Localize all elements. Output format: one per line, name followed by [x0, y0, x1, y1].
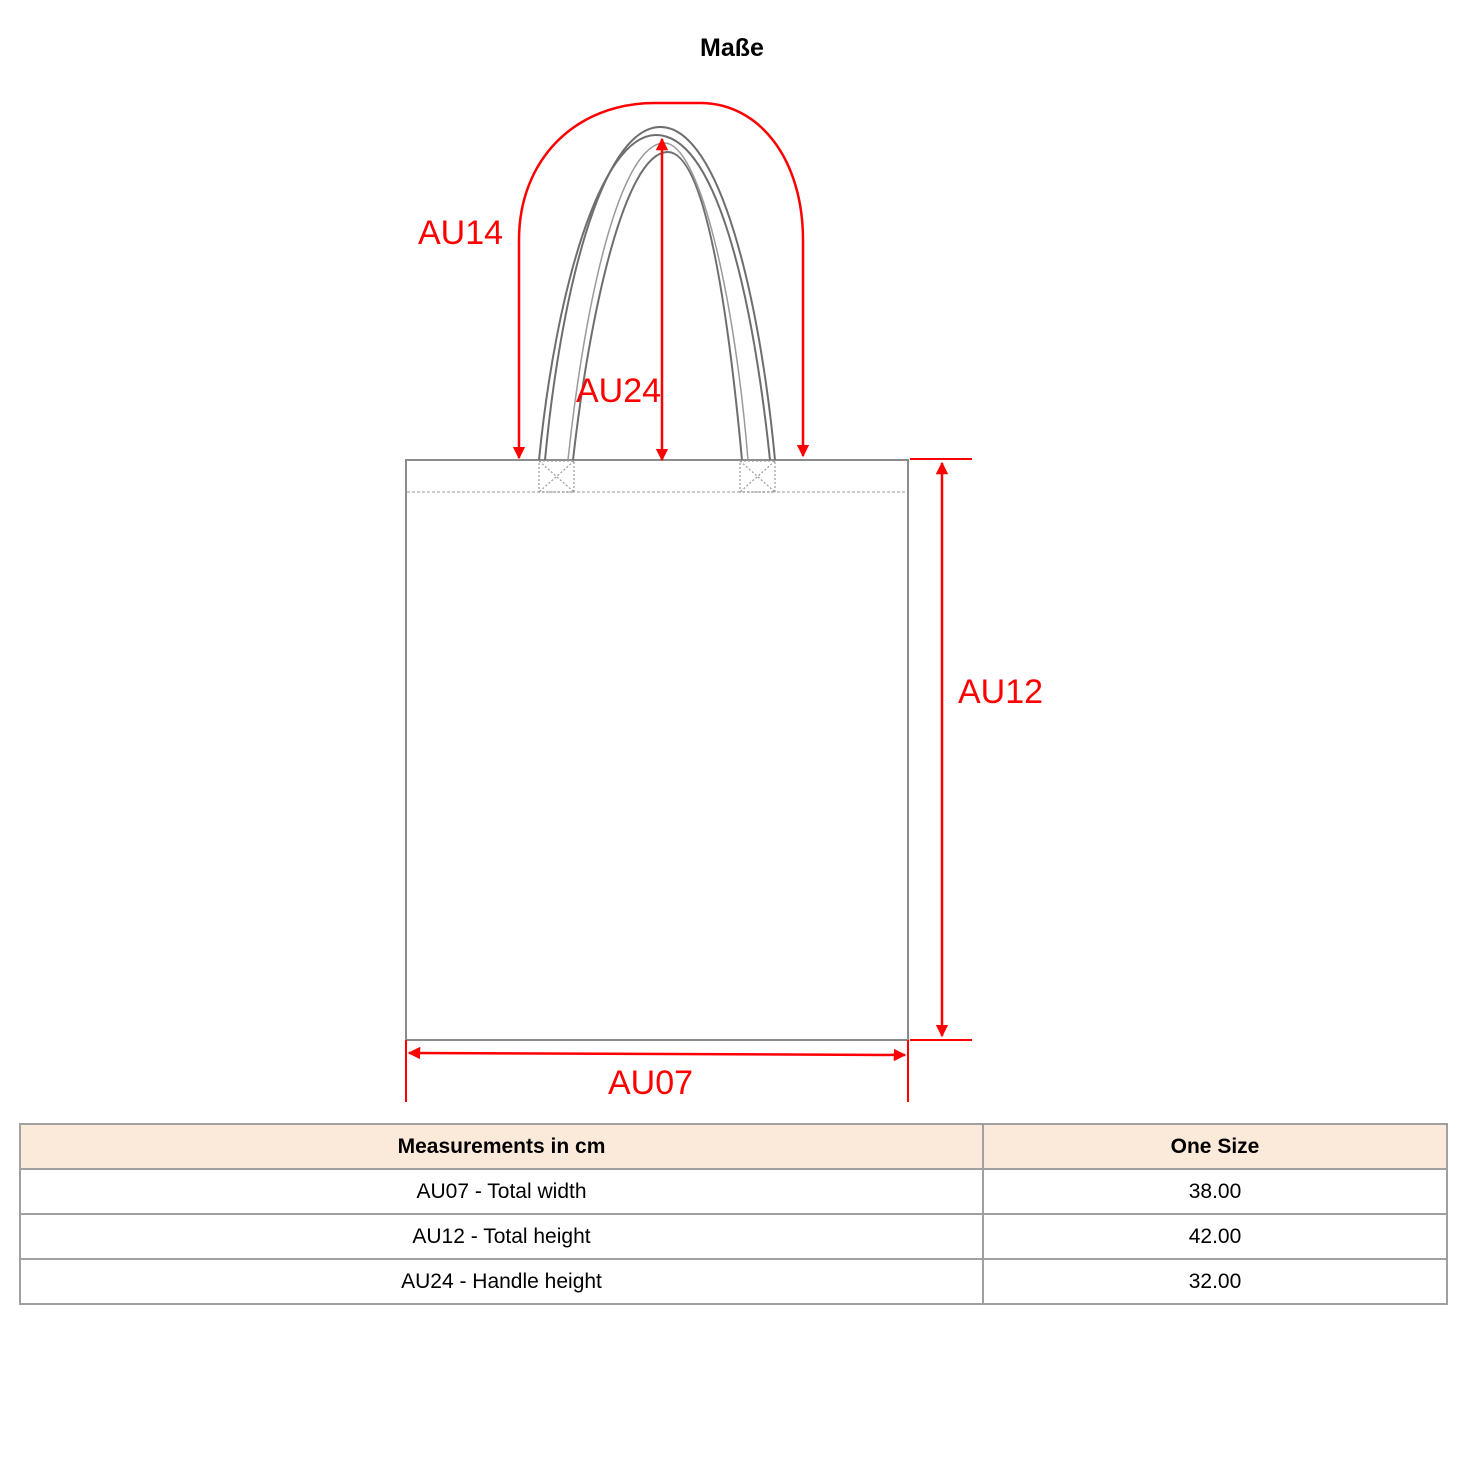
row-label: AU07 - Total width	[19, 1168, 984, 1215]
row-value: 32.00	[982, 1258, 1448, 1305]
page-title: Maße	[700, 34, 764, 62]
label-au24: AU24	[576, 372, 661, 410]
handle-back-inner	[567, 142, 749, 461]
row-value: 38.00	[982, 1168, 1448, 1215]
row-label: AU12 - Total height	[19, 1213, 984, 1260]
extension-lines	[405, 458, 972, 1102]
row-value: 42.00	[982, 1213, 1448, 1260]
bag-outline	[405, 459, 909, 1041]
bag-handles	[538, 125, 776, 461]
table-row: AU12 - Total height 42.00	[19, 1213, 1448, 1260]
au14-dimension-line	[512, 101, 810, 460]
dimension-lines	[407, 101, 949, 1062]
handle-stitch-right	[739, 460, 776, 493]
tote-bag-diagram: AU14 AU24 AU12 AU07	[405, 101, 1043, 1102]
label-au07: AU07	[608, 1064, 693, 1102]
bag-body	[405, 459, 909, 1041]
handle-back	[544, 125, 776, 461]
table-row: AU07 - Total width 38.00	[19, 1168, 1448, 1215]
label-au14: AU14	[418, 214, 503, 252]
handle-stitch-left	[538, 460, 575, 493]
handle-front-outer	[538, 133, 771, 461]
label-au12: AU12	[958, 673, 1043, 711]
table-header-row: Measurements in cm One Size	[19, 1123, 1448, 1170]
au07-dimension-line	[407, 1046, 907, 1062]
measurements-table: Measurements in cm One Size AU07 - Total…	[19, 1123, 1448, 1305]
row-label: AU24 - Handle height	[19, 1258, 984, 1305]
table-row: AU24 - Handle height 32.00	[19, 1258, 1448, 1305]
header-measurement: Measurements in cm	[19, 1123, 984, 1170]
header-size: One Size	[982, 1123, 1448, 1170]
